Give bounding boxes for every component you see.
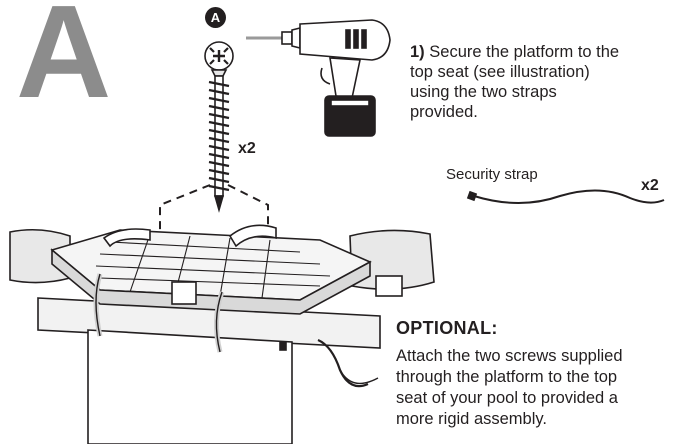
optional-line-4: more rigid assembly. (396, 410, 547, 428)
drill-icon (246, 19, 391, 137)
security-strap-label: Security strap (446, 166, 538, 183)
screw-guide-lines (159, 184, 269, 238)
screw-label-badge: A (205, 7, 226, 28)
step-line-1: Secure the platform to the (424, 43, 620, 61)
step-letter: A (16, 0, 112, 125)
step-line-4: provided. (410, 103, 478, 121)
optional-instruction: Attach the two screws supplied through t… (396, 346, 683, 430)
optional-line-1: Attach the two screws supplied (396, 347, 623, 365)
security-strap-icon (466, 189, 665, 204)
optional-line-2: through the platform to the top (396, 368, 618, 386)
step-instruction: 1) Secure the platform to the top seat (… (410, 42, 680, 122)
step-line-2: top seat (see illustration) (410, 63, 590, 81)
step-line-3: using the two straps (410, 83, 557, 101)
platform-illustration (9, 224, 435, 444)
screw-icon (204, 41, 234, 213)
step-number: 1) (410, 43, 425, 61)
optional-heading: OPTIONAL: (396, 318, 498, 338)
strap-count: x2 (641, 177, 659, 194)
optional-line-3: seat of your pool to provided a (396, 389, 618, 407)
screw-count: x2 (238, 140, 256, 157)
